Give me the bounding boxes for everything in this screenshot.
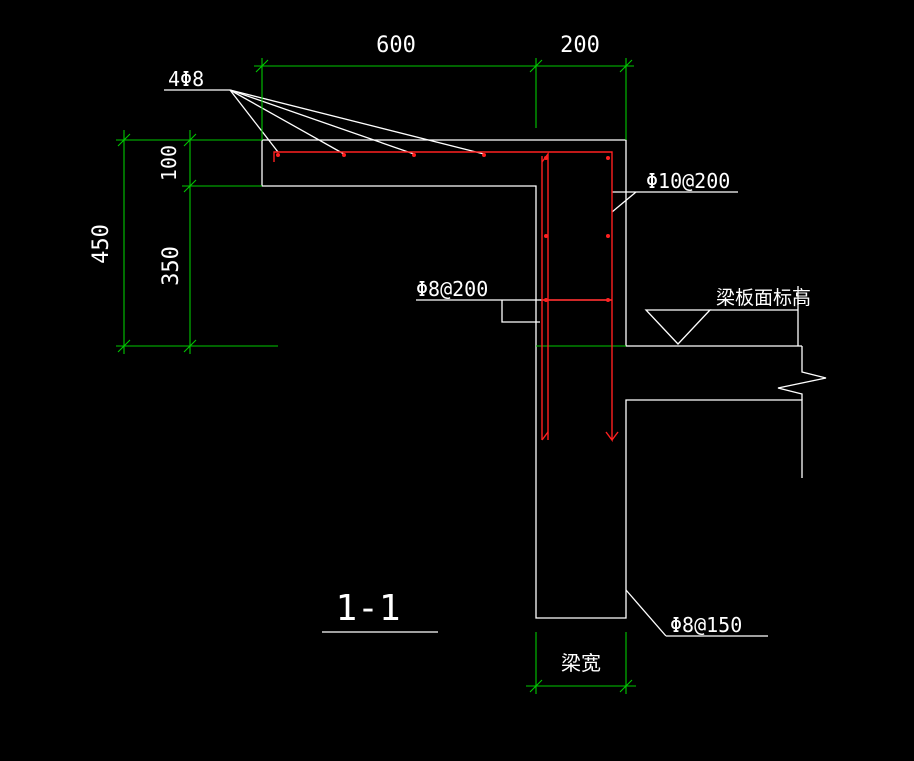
section-outline-lower	[261, 140, 803, 619]
rebar-outer	[273, 151, 613, 443]
rebar-dots	[276, 153, 610, 302]
dim-top-right: 200	[560, 33, 600, 58]
leader-top-bars-2	[229, 89, 345, 155]
leader-vertical-bars-diag	[611, 191, 637, 213]
label-horizontal-bars: Φ8@200	[416, 277, 488, 301]
leader-horizontal-hook	[501, 300, 540, 323]
leader-stirrups-diag	[625, 589, 667, 637]
rebar-outer-tail	[611, 431, 619, 441]
break-line	[777, 346, 827, 400]
section-title: 1-1	[335, 588, 400, 629]
dim-left-upper: 100	[157, 145, 181, 181]
leader-top-bars-3	[229, 89, 415, 155]
dim-left-lower: 350	[159, 246, 184, 286]
label-vertical-bars: Φ10@200	[646, 169, 730, 193]
label-stirrups: Φ8@150	[670, 613, 742, 637]
dim-top-left: 600	[376, 33, 416, 58]
leader-top-bars-4	[229, 89, 485, 155]
label-slab-level: 梁板面标高	[716, 287, 811, 309]
rebar-inner-tail	[541, 431, 549, 441]
level-triangle	[644, 309, 712, 345]
rebar-inner	[541, 151, 549, 440]
label-beam-width: 梁宽	[561, 651, 601, 675]
label-top-bars: 4Φ8	[168, 67, 204, 91]
dimension-lines	[116, 58, 636, 694]
dim-left-total: 450	[89, 224, 114, 264]
rebar	[273, 151, 619, 443]
section-outline	[262, 139, 802, 347]
leader-top-bars-1	[229, 89, 279, 153]
